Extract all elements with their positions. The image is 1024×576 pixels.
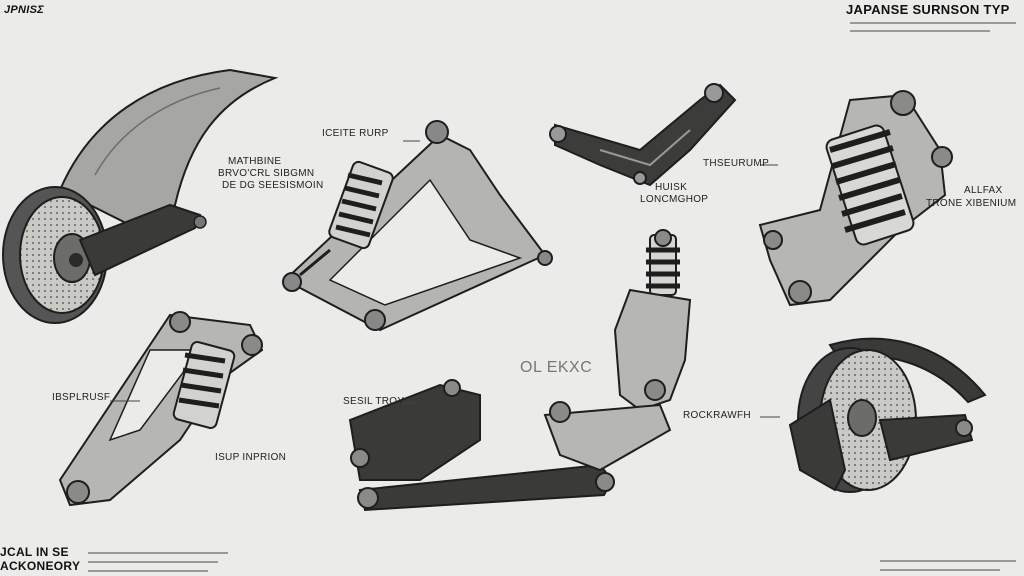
label-thseurump: THSEURUMP [703, 158, 770, 169]
title-fineprint [850, 22, 1016, 24]
leader-lines [110, 140, 780, 418]
label-de-dg: DE DG SEESISMOIN [222, 180, 324, 191]
footer-fineprint-right-1 [880, 560, 1016, 562]
label-ibsplrusf: IBSPLRUSF [52, 392, 111, 403]
center-strut [613, 229, 692, 412]
corner-caption-line1: JCAL IN SE [0, 545, 69, 559]
fender-assembly-topleft [2, 68, 279, 324]
label-trone: TRONE XIBENIUM [926, 198, 1017, 209]
label-sesil-troy: SESIL TROY [343, 396, 405, 407]
coilover-upper-center [299, 160, 394, 277]
label-allfax: ALLFAX [964, 185, 1003, 196]
footer-fineprint-1 [88, 552, 228, 554]
lower-left-arm [58, 311, 264, 507]
control-arm-top [549, 83, 737, 187]
strut-knuckle-topright [758, 90, 953, 307]
coilover-lower-left [172, 341, 236, 429]
label-brvo: BRVO'CRL SIBGMN [218, 168, 315, 179]
footer-fineprint-2 [88, 561, 218, 563]
corner-caption-line2: ACKONEORY [0, 559, 81, 573]
title-fineprint-2 [850, 30, 990, 32]
brake-assembly-lowright [788, 337, 987, 493]
brand-logo: JPNISΣ [4, 4, 45, 16]
footer-fineprint-right-2 [880, 569, 1000, 571]
label-isup-inprion: ISUP INPRION [215, 452, 287, 463]
footer-fineprint-3 [88, 570, 208, 572]
coilover-topright [825, 124, 915, 246]
rocker-linkage [348, 379, 672, 512]
label-iceite-rurp: ICEITE RURP [322, 128, 389, 139]
label-loncmghop: LONCMGHOP [640, 194, 709, 205]
page-title: JAPANSE SURNSON TYP [846, 2, 1010, 17]
label-rockrawfh: ROCKRAWFH [683, 410, 751, 421]
label-huisk: HUISK [655, 182, 688, 193]
label-mathbine: MATHBINE [228, 156, 282, 167]
upper-a-arm-coilover [282, 120, 553, 332]
label-ol-ekxc: OL EKXC [520, 359, 593, 376]
